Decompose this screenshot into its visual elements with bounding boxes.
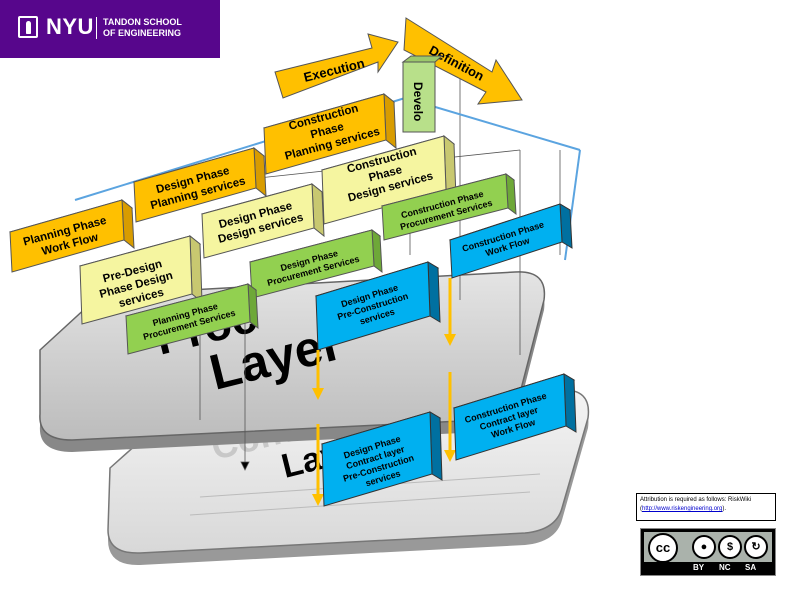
box-predesign: Pre-Design Phase Design services (78, 234, 203, 325)
attribution-close: ). (722, 506, 727, 512)
brand-school-line1: TANDON SCHOOL (103, 17, 182, 27)
attribution-notice: Attribution is required as follows: Risk… (636, 493, 776, 521)
development-arrow: Develo (401, 55, 444, 133)
nyu-brand-bar: NYU TANDON SCHOOL OF ENGINEERING (0, 0, 220, 58)
box-planning-procurement: Planning Phase Procurement Services (124, 282, 259, 355)
box-construction-workflow: Construction Phase Work Flow (448, 203, 573, 279)
box-construction-planning: Construction Phase Planning services (262, 92, 397, 175)
box-design-contract: Design Phase Contract layer Pre-Construc… (320, 411, 443, 507)
brand-name: NYU (46, 14, 94, 39)
attribution-link-line: (http://www.riskengineering.org). (640, 505, 772, 514)
nc-icon: $ (718, 535, 742, 559)
box-planning-phase: Planning Phase Work Flow (8, 198, 135, 273)
nyu-torch-icon (18, 16, 38, 38)
execution-arrow: Execution (274, 33, 399, 99)
nc-label: NC (719, 563, 731, 572)
box-construction-contract: Construction Phase Contract layer Work F… (452, 373, 577, 461)
attribution-link[interactable]: http://www.riskengineering.org (642, 506, 723, 512)
by-icon: ● (692, 535, 716, 559)
box-design-preconstruction: Design Phase Pre-Construction services (314, 261, 441, 351)
brand-school-line2: OF ENGINEERING (103, 28, 182, 38)
sa-icon: ↻ (744, 535, 768, 559)
attribution-line: Attribution is required as follows: Risk… (640, 497, 752, 503)
cc-icon: cc (648, 533, 678, 563)
down-arrows (312, 278, 456, 506)
development-arrow-label: Develo (411, 82, 425, 121)
attribution-open: ( (640, 506, 642, 512)
cc-license-badge[interactable]: cc ● $ ↻ BY NC SA (640, 528, 776, 576)
cc-badge-panel: cc ● $ ↻ (644, 532, 772, 563)
brand-school: TANDON SCHOOL OF ENGINEERING (103, 17, 213, 39)
box-design-design: Design Phase Design services (200, 182, 325, 259)
sa-label: SA (745, 563, 757, 572)
by-label: BY (693, 563, 705, 572)
brand-divider (96, 17, 97, 39)
